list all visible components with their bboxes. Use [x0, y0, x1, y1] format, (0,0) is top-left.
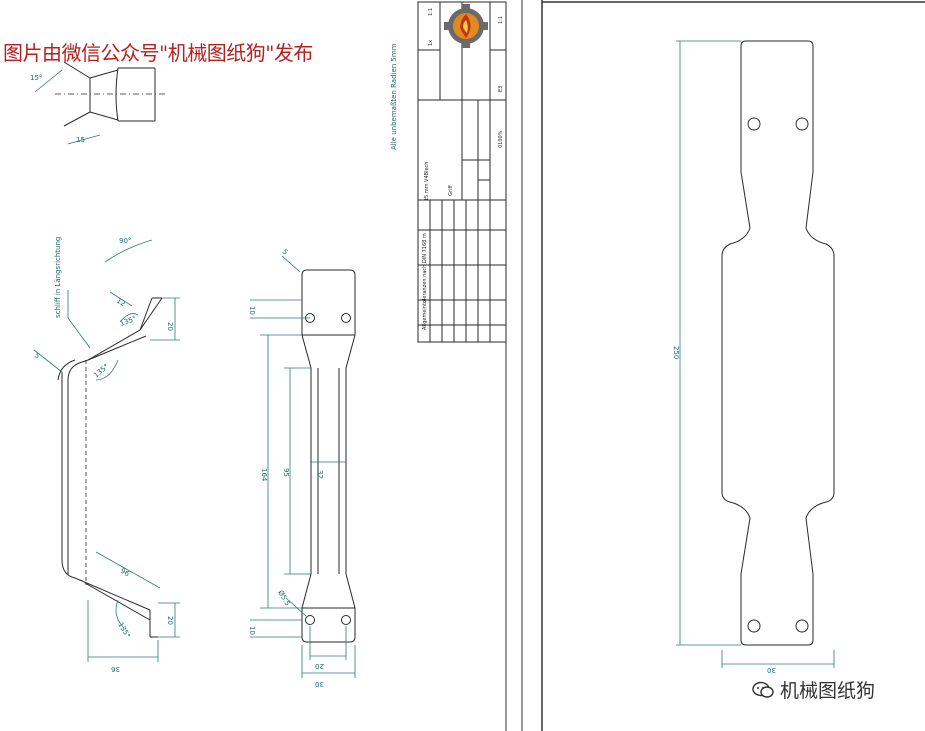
angle-label: 15°: [30, 74, 42, 82]
dim-32: 32: [316, 470, 324, 479]
title-block: t5 mm V4Blech Griff Allgemeintoleranzen …: [417, 1, 507, 343]
dim-10-front-bottom: 10: [248, 626, 256, 635]
dim-5-left: 5: [33, 351, 42, 360]
material-text: t5 mm V4Blech: [424, 162, 430, 200]
part-name: Griff: [448, 185, 454, 196]
gear-logo-icon: [444, 4, 488, 48]
wechat-icon: [752, 681, 774, 698]
dim-164: 164: [260, 468, 268, 482]
dim-10-front-top: 10: [248, 306, 256, 315]
dim-20-top: 20: [166, 322, 174, 331]
dim-135-top: 135°: [119, 315, 138, 328]
bent-side-view: 20 90° 12 135° 135° 5 schliff in Längsri…: [33, 237, 180, 673]
sheet: E3: [498, 86, 504, 92]
flat-length-dim: 250: [672, 346, 680, 359]
dim-95: 95: [282, 468, 290, 477]
dim-135-mid: 135°: [92, 363, 110, 380]
dim-135-bottom: 135°: [116, 621, 131, 640]
dim-20-front: 20: [315, 662, 324, 670]
flat-pattern: 250 30: [672, 40, 835, 674]
tolerance-note: Allgemeintoleranzen nach DIN 7168 m: [422, 233, 428, 330]
dim-hole: Ø5.5: [276, 589, 291, 607]
dim-20-bottom: 20: [166, 616, 174, 625]
front-view: 10 5 164 95 32 Ø5.5 10 20 30: [248, 248, 356, 688]
scale: 1:1: [428, 8, 434, 16]
tolerance: 0100%: [498, 130, 504, 148]
footer-brand-text: 机械图纸狗: [780, 680, 876, 702]
watermark-text: 图片由微信公众号"机械图纸狗"发布: [3, 41, 313, 65]
dim-5-front: 5: [281, 248, 290, 257]
footer-brand: 机械图纸狗: [752, 676, 875, 703]
scale-right: 1:1: [498, 16, 504, 24]
quantity: 1x: [428, 40, 434, 46]
top-detail-view: 15° 15: [30, 61, 165, 145]
dim-96: 96: [119, 567, 131, 579]
radius-note: Alle unbemaßten Radien 5mm: [390, 43, 398, 150]
dim-90-angle: 90°: [119, 237, 131, 245]
dim-12: 12: [115, 297, 127, 308]
dim-30-front: 30: [315, 680, 324, 688]
dim-36: 36: [111, 665, 120, 673]
flat-width-dim: 30: [767, 666, 776, 674]
bend-direction-note: schliff in Längsrichtung: [54, 237, 62, 318]
width-label: 15: [76, 136, 85, 144]
